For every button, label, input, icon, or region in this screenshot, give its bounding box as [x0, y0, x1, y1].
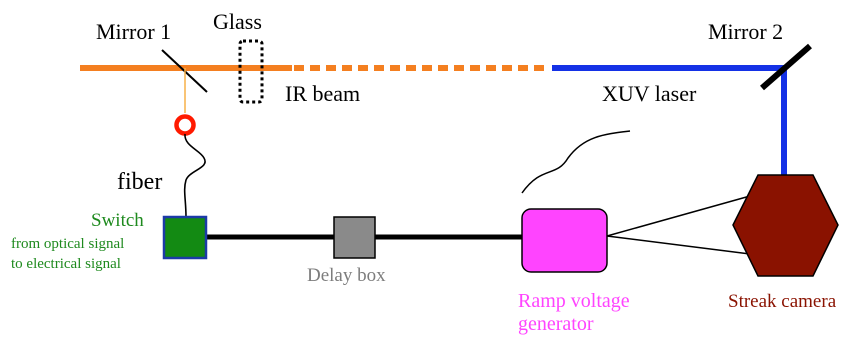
ramp-voltage-generator-box — [521, 208, 608, 273]
fiber-cable — [183, 133, 206, 218]
ramp-output-curve — [521, 130, 631, 194]
ramp-label-line1: Ramp voltage — [518, 290, 630, 312]
delay-box-label: Delay box — [307, 265, 386, 286]
connector-lower — [606, 235, 751, 255]
switch-desc-line1: from optical signal — [11, 236, 124, 252]
streak-camera-label: Streak camera — [728, 291, 837, 312]
mirror-1-label: Mirror 1 — [96, 19, 171, 44]
mirror-2 — [760, 43, 812, 91]
glass-plate — [238, 39, 264, 104]
switch-desc-line2: to electrical signal — [11, 256, 121, 272]
switch-title-label: Switch — [91, 210, 144, 231]
ir-beam-label: IR beam — [285, 81, 360, 106]
switch-box — [162, 215, 208, 260]
connector-upper — [606, 195, 751, 237]
photodetector-icon — [174, 114, 196, 136]
streak-camera-hexagon — [732, 174, 839, 277]
mirror-2-label: Mirror 2 — [708, 19, 783, 44]
delay-box — [333, 216, 376, 259]
glass-label: Glass — [213, 9, 262, 34]
xuv-laser-label: XUV laser — [602, 81, 697, 106]
ramp-label-line2: generator — [518, 313, 594, 335]
fiber-label: fiber — [117, 169, 162, 195]
